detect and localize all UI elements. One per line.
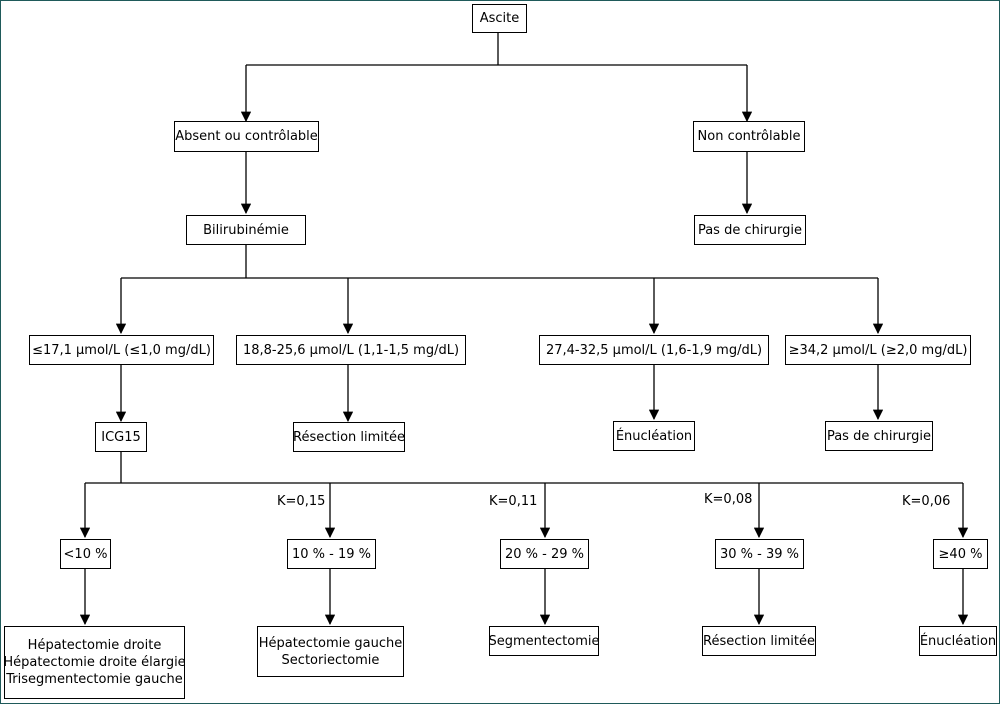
node-result-1-lines: Hépatectomie droite Hépatectomie droite … <box>3 637 185 688</box>
node-ascite: Ascite <box>472 4 527 33</box>
node-icg-range-4-label: 30 % - 39 % <box>719 546 799 562</box>
node-enucleation-1: Énucléation <box>613 421 695 451</box>
node-icg-range-2-label: 10 % - 19 % <box>291 546 371 562</box>
node-bili-range-4-label: ≥34,2 μmol/L (≥2,0 mg/dL) <box>788 342 968 358</box>
node-bili-range-1-label: ≤17,1 μmol/L (≤1,0 mg/dL) <box>32 342 211 358</box>
node-enucleation-1-label: Énucléation <box>615 428 693 444</box>
node-bilirubinemie-label: Bilirubinémie <box>203 222 289 238</box>
node-non-controlable: Non contrôlable <box>693 121 805 152</box>
node-icg-range-4: 30 % - 39 % <box>715 539 804 569</box>
k-label-1: K=0,15 <box>277 494 326 509</box>
node-result-1-line-2: Hépatectomie droite élargie <box>3 655 186 670</box>
node-pas-de-chirurgie-2-label: Pas de chirurgie <box>826 428 932 444</box>
k-label-4: K=0,06 <box>902 494 951 509</box>
node-result-1-line-3: Trisegmentectomie gauche <box>6 672 183 687</box>
node-icg-range-5-label: ≥40 % <box>938 546 983 562</box>
node-ascite-label: Ascite <box>479 11 520 26</box>
node-result-3: Segmentectomie <box>488 626 600 656</box>
node-non-controlable-label: Non contrôlable <box>697 129 801 144</box>
node-result-5-label: Énucléation <box>919 633 997 649</box>
node-result-4: Résection limitée <box>702 626 816 656</box>
node-bili-range-2-label: 18,8-25,6 μmol/L (1,1-1,5 mg/dL) <box>242 342 460 358</box>
node-result-5: Énucléation <box>919 626 997 656</box>
node-icg15: ICG15 <box>95 422 147 452</box>
node-icg-range-3-label: 20 % - 29 % <box>504 546 584 562</box>
node-pas-de-chirurgie-2: Pas de chirurgie <box>825 421 933 451</box>
node-bili-range-4: ≥34,2 μmol/L (≥2,0 mg/dL) <box>785 335 971 365</box>
node-result-3-label: Segmentectomie <box>488 633 600 649</box>
node-result-2-line-2: Sectoriectomie <box>281 652 380 668</box>
node-result-1: Hépatectomie droite Hépatectomie droite … <box>3 626 186 699</box>
node-pas-de-chirurgie-1-label: Pas de chirurgie <box>697 222 803 238</box>
node-bili-range-2: 18,8-25,6 μmol/L (1,1-1,5 mg/dL) <box>236 335 466 365</box>
node-icg-range-3: 20 % - 29 % <box>500 539 589 569</box>
node-icg-range-1: <10 % <box>60 539 111 569</box>
k-label-2: K=0,11 <box>489 494 538 509</box>
node-icg-range-5: ≥40 % <box>933 539 988 569</box>
k-label-3: K=0,08 <box>704 492 753 507</box>
node-icg-range-2: 10 % - 19 % <box>287 539 376 569</box>
node-result-2-line-1: Hépatectomie gauche <box>258 635 403 651</box>
node-bilirubinemie: Bilirubinémie <box>186 215 306 245</box>
node-result-4-label: Résection limitée <box>703 633 815 649</box>
node-bili-range-3: 27,4-32,5 μmol/L (1,6-1,9 mg/dL) <box>539 335 769 365</box>
node-result-1-line-1: Hépatectomie droite <box>27 638 162 653</box>
node-bili-range-3-label: 27,4-32,5 μmol/L (1,6-1,9 mg/dL) <box>545 342 763 358</box>
node-icg-range-1-label: <10 % <box>63 546 108 562</box>
node-pas-de-chirurgie-1: Pas de chirurgie <box>694 215 806 245</box>
node-result-2-lines: Hépatectomie gauche Sectoriectomie <box>259 635 403 669</box>
node-absent-ou-controlable: Absent ou contrôlable <box>174 121 319 152</box>
node-bili-range-1: ≤17,1 μmol/L (≤1,0 mg/dL) <box>29 335 214 365</box>
node-absent-label: Absent ou contrôlable <box>175 129 318 144</box>
node-resection-limitee-1: Résection limitée <box>293 422 405 452</box>
node-resection-limitee-1-label: Résection limitée <box>293 429 405 445</box>
node-result-2: Hépatectomie gauche Sectoriectomie <box>257 626 404 677</box>
node-icg15-label: ICG15 <box>101 429 141 445</box>
